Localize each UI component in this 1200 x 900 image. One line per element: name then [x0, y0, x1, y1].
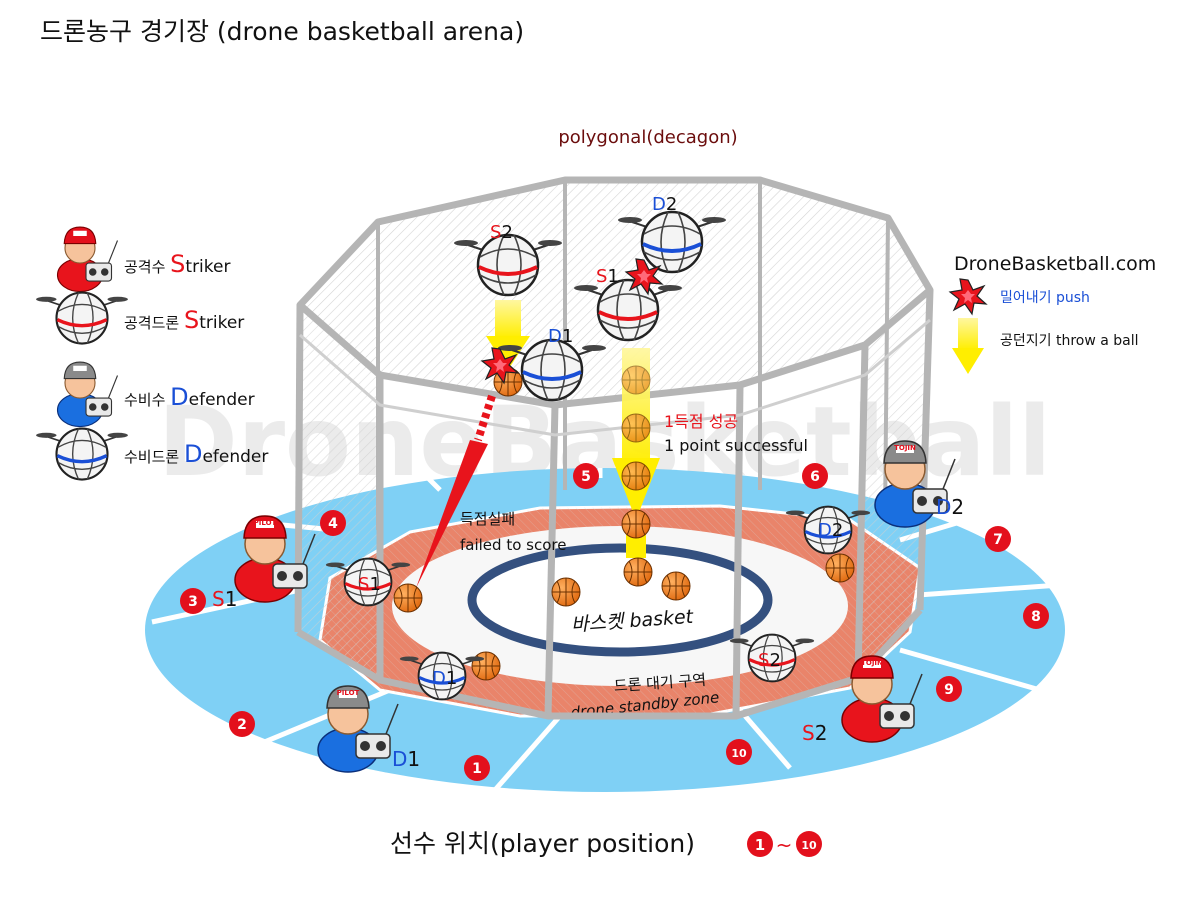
push-icon [949, 278, 987, 315]
website-label: DroneBasketball.com [954, 253, 1156, 275]
pilot-label: S2 [802, 721, 827, 745]
pilot-label: D1 [392, 747, 420, 771]
basketball [623, 557, 653, 587]
basketball [661, 571, 691, 601]
basketball [825, 553, 855, 583]
shape-label: polygonal(decagon) [558, 127, 737, 148]
legend-item-striker: 공격수 Striker [124, 250, 230, 278]
throw-arrow-fail [486, 300, 530, 370]
fail-label-en: failed to score [460, 536, 566, 554]
footer-range-sep: ~ [776, 833, 793, 857]
footer-badge-start [747, 831, 773, 857]
legend-drone-striker-icon [34, 290, 130, 346]
basketball [621, 413, 651, 443]
legend-item-defender: 수비수 Defender [124, 383, 255, 411]
drone-label: S2 [490, 222, 513, 243]
basketball [621, 365, 651, 395]
drone-label: D1 [548, 326, 573, 347]
pilot-cap-badge: TOJIN [861, 659, 883, 667]
footer-label: 선수 위치(player position) [390, 829, 695, 858]
throw-label: 공던지기 throw a ball [1000, 333, 1139, 349]
position-number: 3 [188, 594, 198, 610]
drone-label: S2 [758, 650, 781, 671]
position-number: 7 [993, 532, 1003, 548]
position-number: 4 [328, 516, 338, 532]
legend-item-defender-drone: 수비드론 Defender [124, 440, 268, 468]
basketball [551, 577, 581, 607]
drone-label: S1 [596, 266, 619, 287]
position-badges [180, 463, 1049, 781]
basketball [393, 583, 423, 613]
drone-label: D2 [818, 520, 843, 541]
pilot-cap-badge: PILOT [337, 689, 360, 697]
footer-badge-end [796, 831, 822, 857]
push-label: 밀어내기 push [1000, 290, 1090, 306]
footer-range-start: 1 [755, 836, 765, 854]
pilot-label: D2 [936, 495, 964, 519]
position-number: 8 [1031, 609, 1041, 625]
fail-trajectory [416, 394, 496, 588]
legend-item-striker-drone: 공격드론 Striker [124, 306, 244, 334]
basketball [621, 509, 651, 539]
basket-ring [467, 543, 773, 657]
legend-pilot-defender-icon [56, 361, 119, 428]
position-number: 2 [237, 717, 247, 733]
legend: 공격수 Striker 공격드론 Striker 수비수 Defender 수비… [34, 226, 268, 482]
fail-label-ko: 득점실패 [460, 510, 515, 528]
drone-label: S1 [358, 574, 381, 595]
drone-label: D2 [652, 194, 677, 215]
footer-range-end: 10 [801, 839, 817, 852]
pilot-label: S1 [212, 587, 237, 611]
position-number: 10 [731, 747, 747, 760]
throw-icon [952, 318, 984, 374]
legend-pilot-striker-icon [56, 226, 119, 293]
pilot-cap-badge: TOJIN [894, 444, 916, 452]
legend-drone-defender-icon [34, 426, 130, 482]
position-number: 1 [472, 761, 482, 777]
success-label-en: 1 point successful [664, 436, 808, 455]
drone-label: D1 [432, 668, 457, 689]
pilot-cap-badge: PILOT [254, 519, 277, 527]
position-number: 6 [810, 469, 820, 485]
page-title: 드론농구 경기장 (drone basketball arena) [40, 17, 524, 46]
position-number: 5 [581, 469, 591, 485]
basketball [621, 461, 651, 491]
position-number: 9 [944, 682, 954, 698]
basketball [471, 651, 501, 681]
success-label-ko: 1득점 성공 [664, 412, 738, 431]
